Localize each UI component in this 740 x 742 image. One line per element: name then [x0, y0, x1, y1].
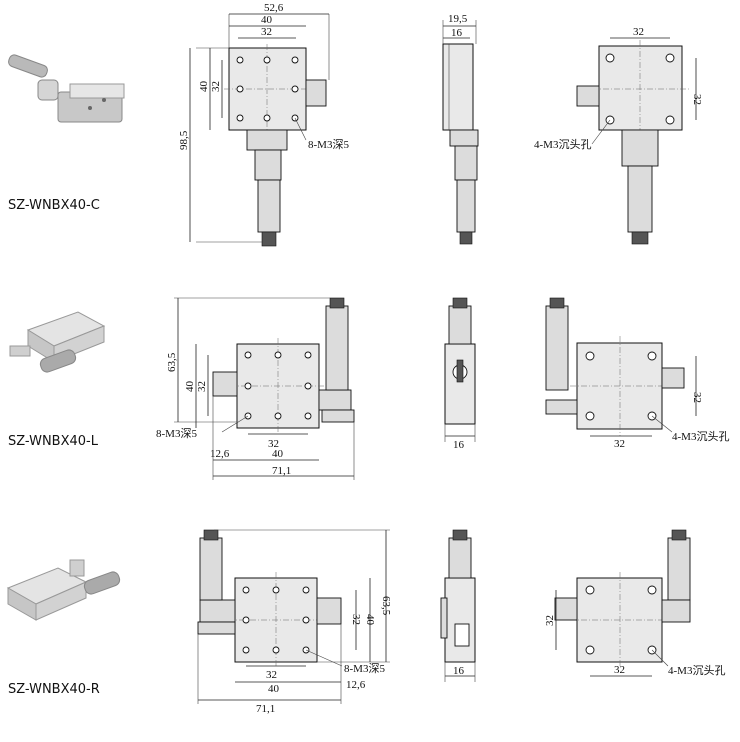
- row-l-note-tap: 8-M3深5: [156, 427, 197, 440]
- row-r-dim-bottom-width: 32: [614, 664, 625, 676]
- product-photo-c: [8, 54, 125, 123]
- row-r-note-counter: 4-M3沉头孔: [668, 664, 725, 677]
- row-l-dim-height-holes: 32: [196, 381, 208, 392]
- row-r-dim-width-total: 71,1: [256, 703, 275, 715]
- model-label-r: SZ-WNBX40-R: [8, 682, 100, 697]
- row-r-dim-offset: 12,6: [346, 679, 366, 691]
- row-c-dim-height-total: 98,5: [178, 130, 190, 150]
- row-r-front-view: [197, 529, 390, 704]
- row-l-dim-height-body: 40: [184, 381, 196, 393]
- row-c-bottom-view: [576, 37, 697, 245]
- row-r-bottom-view: [554, 529, 691, 677]
- row-l-dim-width-total: 71,1: [272, 465, 291, 477]
- row-l-dim-bottom-height: 32: [691, 392, 703, 403]
- row-c-front-view: [189, 13, 330, 247]
- row-c-dim-height-body: 40: [198, 81, 210, 93]
- model-label-c: SZ-WNBX40-C: [8, 198, 100, 213]
- row-c-dim-width-total: 52,6: [264, 2, 284, 14]
- row-c-note-counter: 4-M3沉头孔: [534, 138, 591, 151]
- model-label-l: SZ-WNBX40-L: [8, 434, 98, 449]
- product-photo-r: [6, 559, 121, 621]
- row-l-front-view: [174, 297, 355, 480]
- row-c-dim-side-total: 19,5: [448, 13, 468, 25]
- row-l-dim-width-holes: 32: [268, 438, 279, 450]
- row-l-dim-bottom-width: 32: [614, 438, 625, 450]
- row-l-note-counter: 4-M3沉头孔: [672, 430, 729, 443]
- row-r-side-view: [440, 529, 476, 682]
- row-l-dim-offset: 12,6: [210, 448, 230, 460]
- row-r-dim-width-body: 40: [268, 683, 280, 695]
- row-l-dim-side-body: 16: [453, 439, 465, 451]
- row-l-dim-height-total: 63,5: [166, 352, 178, 372]
- row-r-dim-bottom-height: 32: [544, 615, 556, 626]
- row-l-dim-width-body: 40: [272, 448, 284, 460]
- row-c-side-view: [442, 20, 479, 245]
- row-c-dim-width-body: 40: [261, 14, 273, 26]
- row-l-side-view: [444, 297, 476, 442]
- row-c-note-tap: 8-M3深5: [308, 138, 349, 151]
- row-c-dim-height-holes: 32: [210, 81, 222, 92]
- product-photo-l: [9, 311, 106, 373]
- row-c-dim-bottom-width: 32: [633, 26, 644, 38]
- row-r-dim-height-total: 63,5: [380, 596, 392, 616]
- row-c-dim-width-holes: 32: [261, 26, 272, 38]
- row-r-dim-side-body: 16: [453, 665, 465, 677]
- row-r-dim-height-body: 40: [364, 614, 376, 626]
- row-r-note-tap: 8-M3深5: [344, 662, 385, 675]
- row-c-dim-bottom-height: 32: [691, 94, 703, 105]
- row-c-dim-side-body: 16: [451, 27, 463, 39]
- row-r-dim-width-holes: 32: [266, 669, 277, 681]
- row-l-bottom-view: [545, 297, 697, 437]
- row-r-dim-height-holes: 32: [350, 614, 362, 625]
